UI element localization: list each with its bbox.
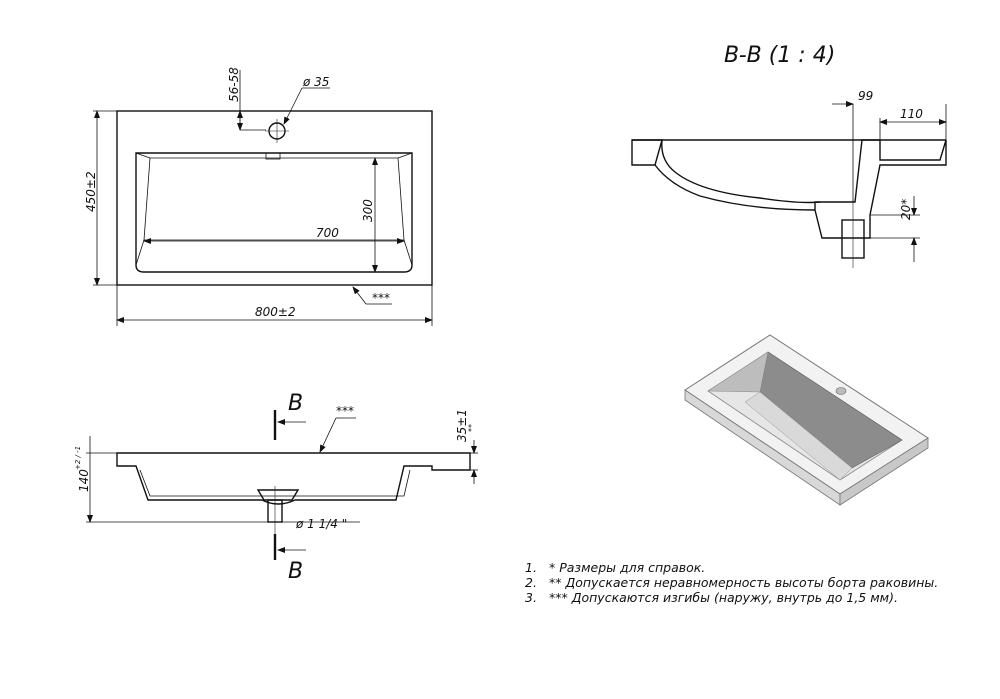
front-view-outline [116,452,471,505]
dim-rim-note: ** [467,424,476,432]
front-edge-note: *** [336,404,354,418]
dim-110: 110 [900,107,923,121]
dim-depth: 450±2 [84,171,98,212]
left-rim-section [631,139,663,166]
section-marker-bottom: B [288,559,303,584]
bowl-outline [135,152,413,273]
dim-width: 800±2 [255,305,296,319]
dim-height: 140 [77,469,91,492]
section-marker-top: B [288,391,303,416]
dim-20: 20* [899,199,913,220]
section-title: B-B (1 : 4) [724,43,835,68]
dim-rim: 35±1 [455,409,469,442]
dim-bowl-depth: 300 [361,199,375,222]
front-view: B B ø 1 1/4 " 140 +2 / -1 35±1 ** *** [74,391,478,584]
right-body-section [814,139,947,239]
dim-height-tol: +2 / -1 [74,446,82,470]
isometric-view [684,334,929,506]
top-view-outline [116,110,433,286]
note-1: 1. * Размеры для справок. [525,560,706,575]
dim-99: 99 [858,89,873,103]
section-view: B-B (1 : 4) 99 110 20* [631,43,947,268]
iso-tap-hole [835,387,847,395]
dim-bowl-width: 700 [316,226,339,240]
top-edge-note: *** [372,291,390,305]
dim-tap-hole: ø 35 [302,75,329,89]
note-2: 2. ** Допускается неравномерность высоты… [525,575,939,590]
top-view: ø 35 56-58 450±2 800±2 700 300 *** [84,67,433,326]
dim-drain: ø 1 1/4 " [295,517,347,531]
bowl-inner [143,157,405,241]
note-3: 3. *** Допускаются изгибы (наружу, внутр… [525,590,898,605]
dim-tap-offset: 56-58 [227,67,241,102]
notes-block: 1. * Размеры для справок. 2. ** Допускае… [525,560,945,605]
